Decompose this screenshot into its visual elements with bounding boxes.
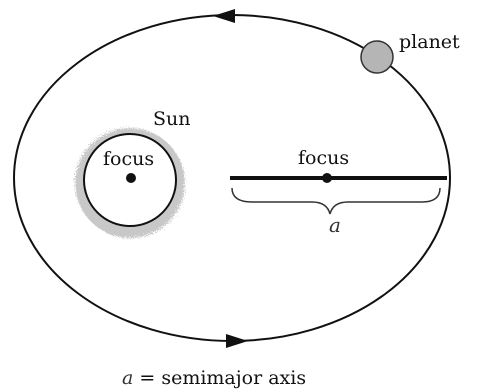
caption: a = semimajor axis [122, 367, 306, 389]
orbit-arrow-top [213, 9, 235, 23]
sun-focus-point [126, 173, 136, 183]
orbit-arrow-bottom [226, 334, 248, 348]
sun-label: Sun [153, 108, 191, 130]
planet [361, 41, 393, 73]
semimajor-axis-brace [232, 188, 440, 214]
axis-symbol-label: a [329, 213, 341, 237]
empty-focus-label: focus [298, 147, 349, 169]
empty-focus-point [322, 173, 332, 183]
sun-focus-label: focus [103, 148, 154, 170]
planet-label: planet [399, 31, 460, 53]
caption-text: = semimajor axis [133, 367, 306, 389]
caption-symbol: a [122, 367, 133, 389]
